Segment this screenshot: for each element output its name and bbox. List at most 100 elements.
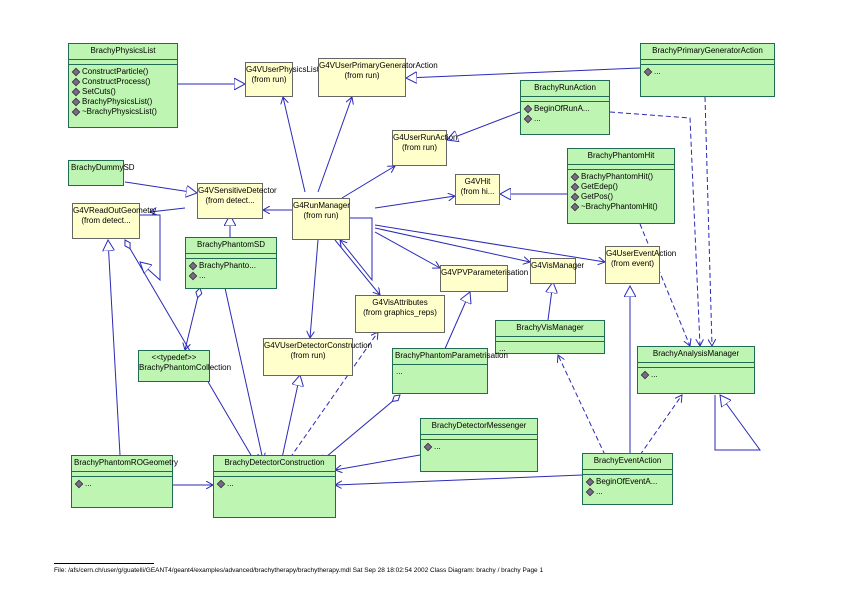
external-vhit[interactable]: G4VHit (from hi... [455,174,500,205]
class-brachy-run-action[interactable]: BrachyRunAction BeginOfRunA... ... [520,80,610,135]
edge-eventaction-vismanager [558,355,606,456]
external-vis-manager[interactable]: G4VisManager [530,258,584,284]
class-name: BrachyEventAction [583,454,672,470]
footer-rule [54,563,154,564]
class-brachy-vis-manager[interactable]: BrachyVisManager ... [495,320,605,354]
operation-icon [71,67,81,77]
edge-eventaction-analysis [639,395,682,456]
operation-icon [585,477,595,487]
operation: ... [396,367,403,376]
operation-icon [570,202,580,212]
operation-icon [643,67,653,77]
class-name: BrachyPhantomSD [186,238,276,254]
edge-run-userprimarygen [317,97,352,193]
external-user-event-action[interactable]: G4UserEventAction (from event) [605,246,676,284]
operation-icon [585,487,595,497]
external-user-run-action[interactable]: G4UserRunAction (from run) [392,130,457,166]
edge-run-usereventaction [374,224,605,262]
external-readout-geometry[interactable]: G4VReadOutGeometry (from detect... [72,203,156,239]
class-name: BrachyPhantomParametrisation [393,349,508,365]
edge-run-userdetector [310,239,319,338]
operations: ConstructParticle() ConstructProcess() S… [69,65,177,119]
operation: ... [85,479,92,488]
edge-readout-self [140,214,161,282]
edge-run-vhit [374,196,455,209]
class-name: BrachyVisManager [496,321,604,337]
operation: SetCuts() [82,87,116,96]
external-user-detector-construction[interactable]: G4VUserDetectorConstruction (from run) [263,338,372,376]
external-pv-parameterisation[interactable]: G4VPVParameterisation [440,265,528,292]
operation-icon [570,172,580,182]
edge-detector-userdetector [281,375,300,459]
operation-icon [216,479,226,489]
class-brachy-phantom-ro-geometry[interactable]: BrachyPhantomROGeometry ... [71,455,178,508]
edge-phantomsd-detector [224,287,263,460]
footer-text: File: /afs/cern.ch/user/g/guatelli/GEANT… [54,567,544,574]
class-brachy-phantom-parametrisation[interactable]: BrachyPhantomParametrisation ... [392,348,508,394]
external-vis-attributes[interactable]: G4VisAttributes (from graphics_reps) [355,295,445,333]
operation-icon [71,87,81,97]
operation: ... [651,370,658,379]
external-run-manager[interactable]: G4RunManager (from run) [292,198,350,240]
class-brachy-dummy-sd[interactable]: BrachyDummySD [68,160,135,186]
class-brachy-event-action[interactable]: BrachyEventAction BeginOfEventA... ... [582,453,673,505]
edge-run-userrunaction [341,166,395,199]
edge-run-vismanager [374,227,530,262]
edge-phantomhit-analysis [639,223,690,346]
operation: GetEdep() [581,182,618,191]
operation: ... [499,344,506,353]
operation: ConstructProcess() [82,77,151,86]
edge-run-visattributes [334,239,380,295]
operation: ~BrachyPhysicsList() [82,107,157,116]
edge-run-pvparam [374,231,440,268]
edge-runaction-userrunaction [447,111,521,140]
class-name: BrachyAnalysisManager [638,347,754,363]
edge-param-detector [320,395,400,462]
class-name: BrachyDetectorConstruction [214,456,335,472]
external-sensitive-detector[interactable]: G4VSensitiveDetector (from detect... [197,183,277,219]
edge-dummysd-sensitive [124,181,197,193]
operation: ... [434,442,441,451]
edge-vismanager-g4vismanager [548,282,553,321]
operation: GetPos() [581,192,614,201]
edge-runaction-analysis [609,111,700,346]
class-brachy-analysis-manager[interactable]: BrachyAnalysisManager ... [637,346,755,394]
operation: BrachyPhanto... [199,261,256,270]
class-name: BrachyDetectorMessenger [421,419,537,435]
operation-icon [523,104,533,114]
class-name: BrachyRunAction [521,81,609,97]
operation: BeginOfEventA... [596,477,658,486]
operation-icon [71,77,81,87]
class-name: BrachyDummySD [71,163,135,172]
operation-icon [423,442,433,452]
external-user-primary-generator-action[interactable]: G4VUserPrimaryGeneratorAction (from run) [318,58,438,97]
operation-icon [74,479,84,489]
typedef-brachy-phantom-collection[interactable]: <<typedef>> BrachyPhantomCollection [138,350,231,382]
external-user-physics-list[interactable]: G4VUserPhysicsList (from run) [245,62,319,97]
edge-messenger-detector [335,455,420,470]
edge-eventaction-detector [335,474,583,485]
class-brachy-phantom-sd[interactable]: BrachyPhantomSD BrachyPhanto... ... [185,237,277,289]
edge-primarygen-analysis [704,96,712,346]
operation-icon [640,370,650,380]
operation: ~BrachyPhantomHit() [581,202,658,211]
class-brachy-physics-list[interactable]: BrachyPhysicsList ConstructParticle() Co… [68,43,178,128]
edge-primarygen-userprimarygen [406,67,641,78]
edge-phantomsd-collection [185,288,200,350]
operation-icon [188,261,198,271]
operation-icon [188,271,198,281]
class-brachy-phantom-hit[interactable]: BrachyPhantomHit BrachyPhantomHit() GetE… [567,148,675,224]
class-brachy-primary-generator-action[interactable]: BrachyPrimaryGeneratorAction ... [640,43,775,97]
operation-icon [71,107,81,117]
class-brachy-detector-construction[interactable]: BrachyDetectorConstruction ... [213,455,336,518]
operation: ConstructParticle() [82,67,149,76]
operation: ... [199,271,206,280]
class-name: BrachyPhantomROGeometry [72,456,178,472]
edge-detector-visattributes [289,332,378,459]
operation-icon [570,192,580,202]
operation: BeginOfRunA... [534,104,590,113]
class-brachy-detector-messenger[interactable]: BrachyDetectorMessenger ... [420,418,538,472]
operation-icon [570,182,580,192]
edge-roGeometry-readout [108,240,121,456]
